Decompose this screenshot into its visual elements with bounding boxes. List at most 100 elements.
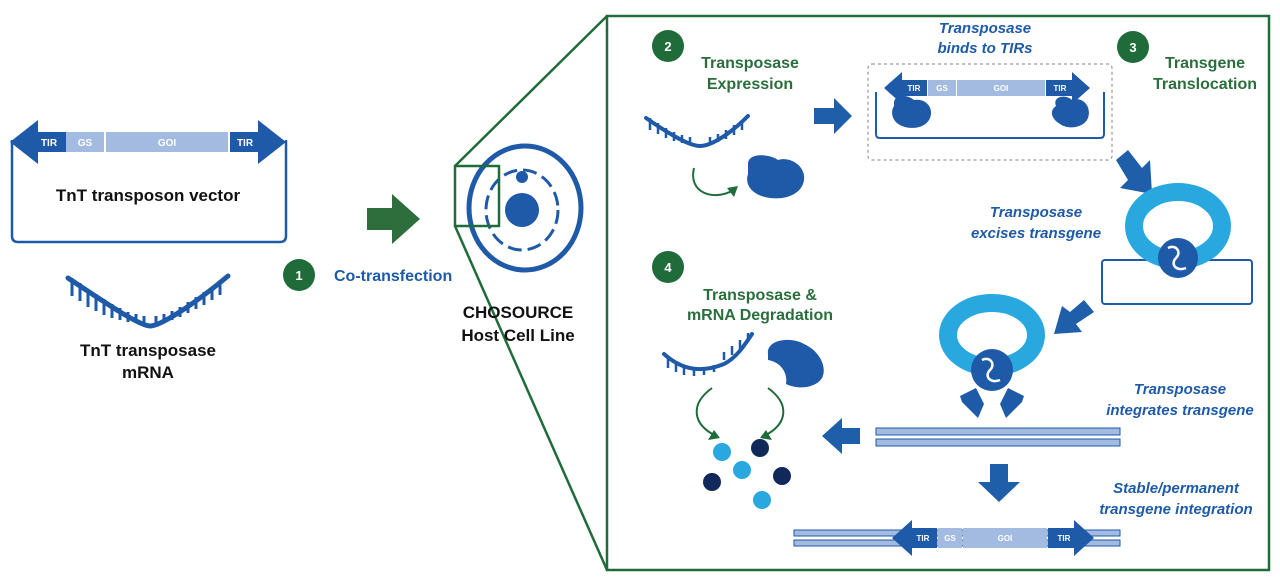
vector-tir-left-label: TIR [41,138,58,149]
step-4-mrna-bases-icon [666,333,750,376]
fragment-light-3-icon [753,491,771,509]
step-1-badge [283,259,315,291]
step-4-curved-arrow-right-icon [763,387,785,437]
host-cell-membrane [466,143,584,273]
stable-tir-right-label: TIR [1058,534,1071,543]
vector-goi-label: GOI [158,138,177,149]
vector-plasmid-outline [10,140,288,244]
binding-panel: Transposase binds to TIRs TIR GS GOI TIR [867,20,1113,161]
vector-label: TnT transposon vector [56,186,241,205]
stable-gs-label: GS [944,534,956,543]
step-2-label-line2: Expression [707,76,793,93]
binding-plasmid-outline [875,92,1105,139]
mrna-label-line1: TnT transposase [80,341,216,360]
step-4-arrowhead-right-icon [760,430,772,440]
integrate-transposase-dimer-icon [971,349,1013,391]
stable-tir-left-label: TIR [917,534,930,543]
blue-arrow-to-binding-icon [814,98,852,134]
binding-tir-left-label: TIR [908,84,921,93]
green-arrow-to-cell-icon [367,194,420,244]
host-cell-nucleus [505,193,539,227]
binding-goi-segment [957,80,1045,96]
mrna-label-line2: mRNA [122,363,174,382]
fragment-light-1-icon [713,443,731,461]
vector-gs-label: GS [78,138,93,149]
binding-tir-left-arrow [884,72,927,104]
stable-gs-segment [938,528,962,548]
vector-gs-segment [66,132,104,152]
fragment-dark-2-icon [703,473,721,491]
binding-gs-segment [928,80,956,96]
step-3-badge [1117,31,1149,63]
step-2-mrna-bases-icon [648,118,744,145]
stable-goi-label: GOI [998,534,1013,543]
zoom-line-top [454,15,608,167]
blue-arrow-to-stable-icon [978,464,1020,502]
binding-tir-right-arrow [1046,72,1090,104]
vector-tir-left-arrow [10,120,66,164]
stable-tir-left-arrow [892,520,937,556]
stable-goi-segment [963,528,1047,548]
step-3-label-line1: Transgene [1165,55,1245,72]
mrna-bases-icon [70,278,222,324]
step-4: 4 Transposase & mRNA Degradation [652,251,833,509]
step-2-mrna-icon [644,114,750,149]
integrate-panel: Transposase integrates transgene [875,294,1254,447]
degraded-fragments [703,439,791,509]
fragment-dark-3-icon [773,467,791,485]
vector-goi-segment [106,132,228,152]
step-4-label-line1: Transposase & [703,287,817,304]
transposase-mrna: TnT transposase mRNA [65,273,231,382]
step-2: 2 Transposase Expression [644,30,805,199]
vector-tir-right-arrow [230,120,286,164]
zoom-line-bottom [453,225,609,571]
step-2-transposase-icon [747,155,805,199]
step-4-curved-arrow-left-icon [695,387,717,437]
integrate-tir-left-icon [960,388,984,418]
step-1-label: Co-transfection [334,268,452,285]
step-3-label-line2: Translocation [1153,76,1257,93]
step-2-curved-arrow-icon [692,167,735,196]
step-3-number: 3 [1129,40,1136,55]
stable-tir-right-arrow [1048,520,1094,556]
excise-transposase-dimer-icon [1158,238,1198,278]
step-4-label-line2: mRNA Degradation [687,307,833,324]
step-4-transposase-icon [767,339,824,388]
blue-arrow-to-integrate-icon [1054,300,1094,334]
step-4-arrowhead-left-icon [708,430,720,440]
step-3: 3 Transgene Translocation [1117,31,1257,93]
host-cell-nucleolus [516,171,528,183]
step-4-mrna-icon [662,332,754,372]
step-4-badge [652,251,684,283]
stable-label-line2: transgene integration [1099,501,1252,518]
host-cell-er-ring [484,168,560,252]
binds-label-line2: binds to TIRs [938,40,1033,57]
genome-dna-strand-top [875,427,1121,436]
step-1-number: 1 [295,268,302,283]
step-4-number: 4 [664,260,672,275]
excises-label-line2: excises transgene [971,225,1101,242]
integrates-label-line1: Transposase [1134,381,1226,398]
host-cell-zoom-box [453,164,501,228]
binding-transposase-left-icon [892,95,932,128]
blue-arrow-to-excise-icon [1116,150,1152,194]
step-2-curved-arrowhead-icon [727,186,738,197]
host-cell-label-line2: Host Cell Line [461,326,574,345]
excise-panel: Transposase excises transgene [971,183,1253,305]
binding-gs-label: GS [936,84,948,93]
vector-tir-right-label: TIR [237,138,254,149]
integrates-label-line2: integrates transgene [1106,402,1254,419]
step-2-number: 2 [664,39,671,54]
excise-dimer-detail-icon [1167,245,1187,271]
fragment-dark-1-icon [751,439,769,457]
binding-tir-right-label: TIR [1054,84,1067,93]
binding-goi-label: GOI [994,84,1009,93]
binds-label-line1: Transposase [939,20,1031,37]
stable-integration-panel: Stable/permanent transgene integration T… [793,480,1253,556]
integrate-tir-right-icon [1000,388,1024,418]
host-cell: CHOSOURCE Host Cell Line [453,15,609,571]
blue-arrow-to-degradation-icon [822,418,860,454]
step-1: 1 Co-transfection [283,259,452,291]
genome-dna-strand-bottom [875,438,1121,447]
